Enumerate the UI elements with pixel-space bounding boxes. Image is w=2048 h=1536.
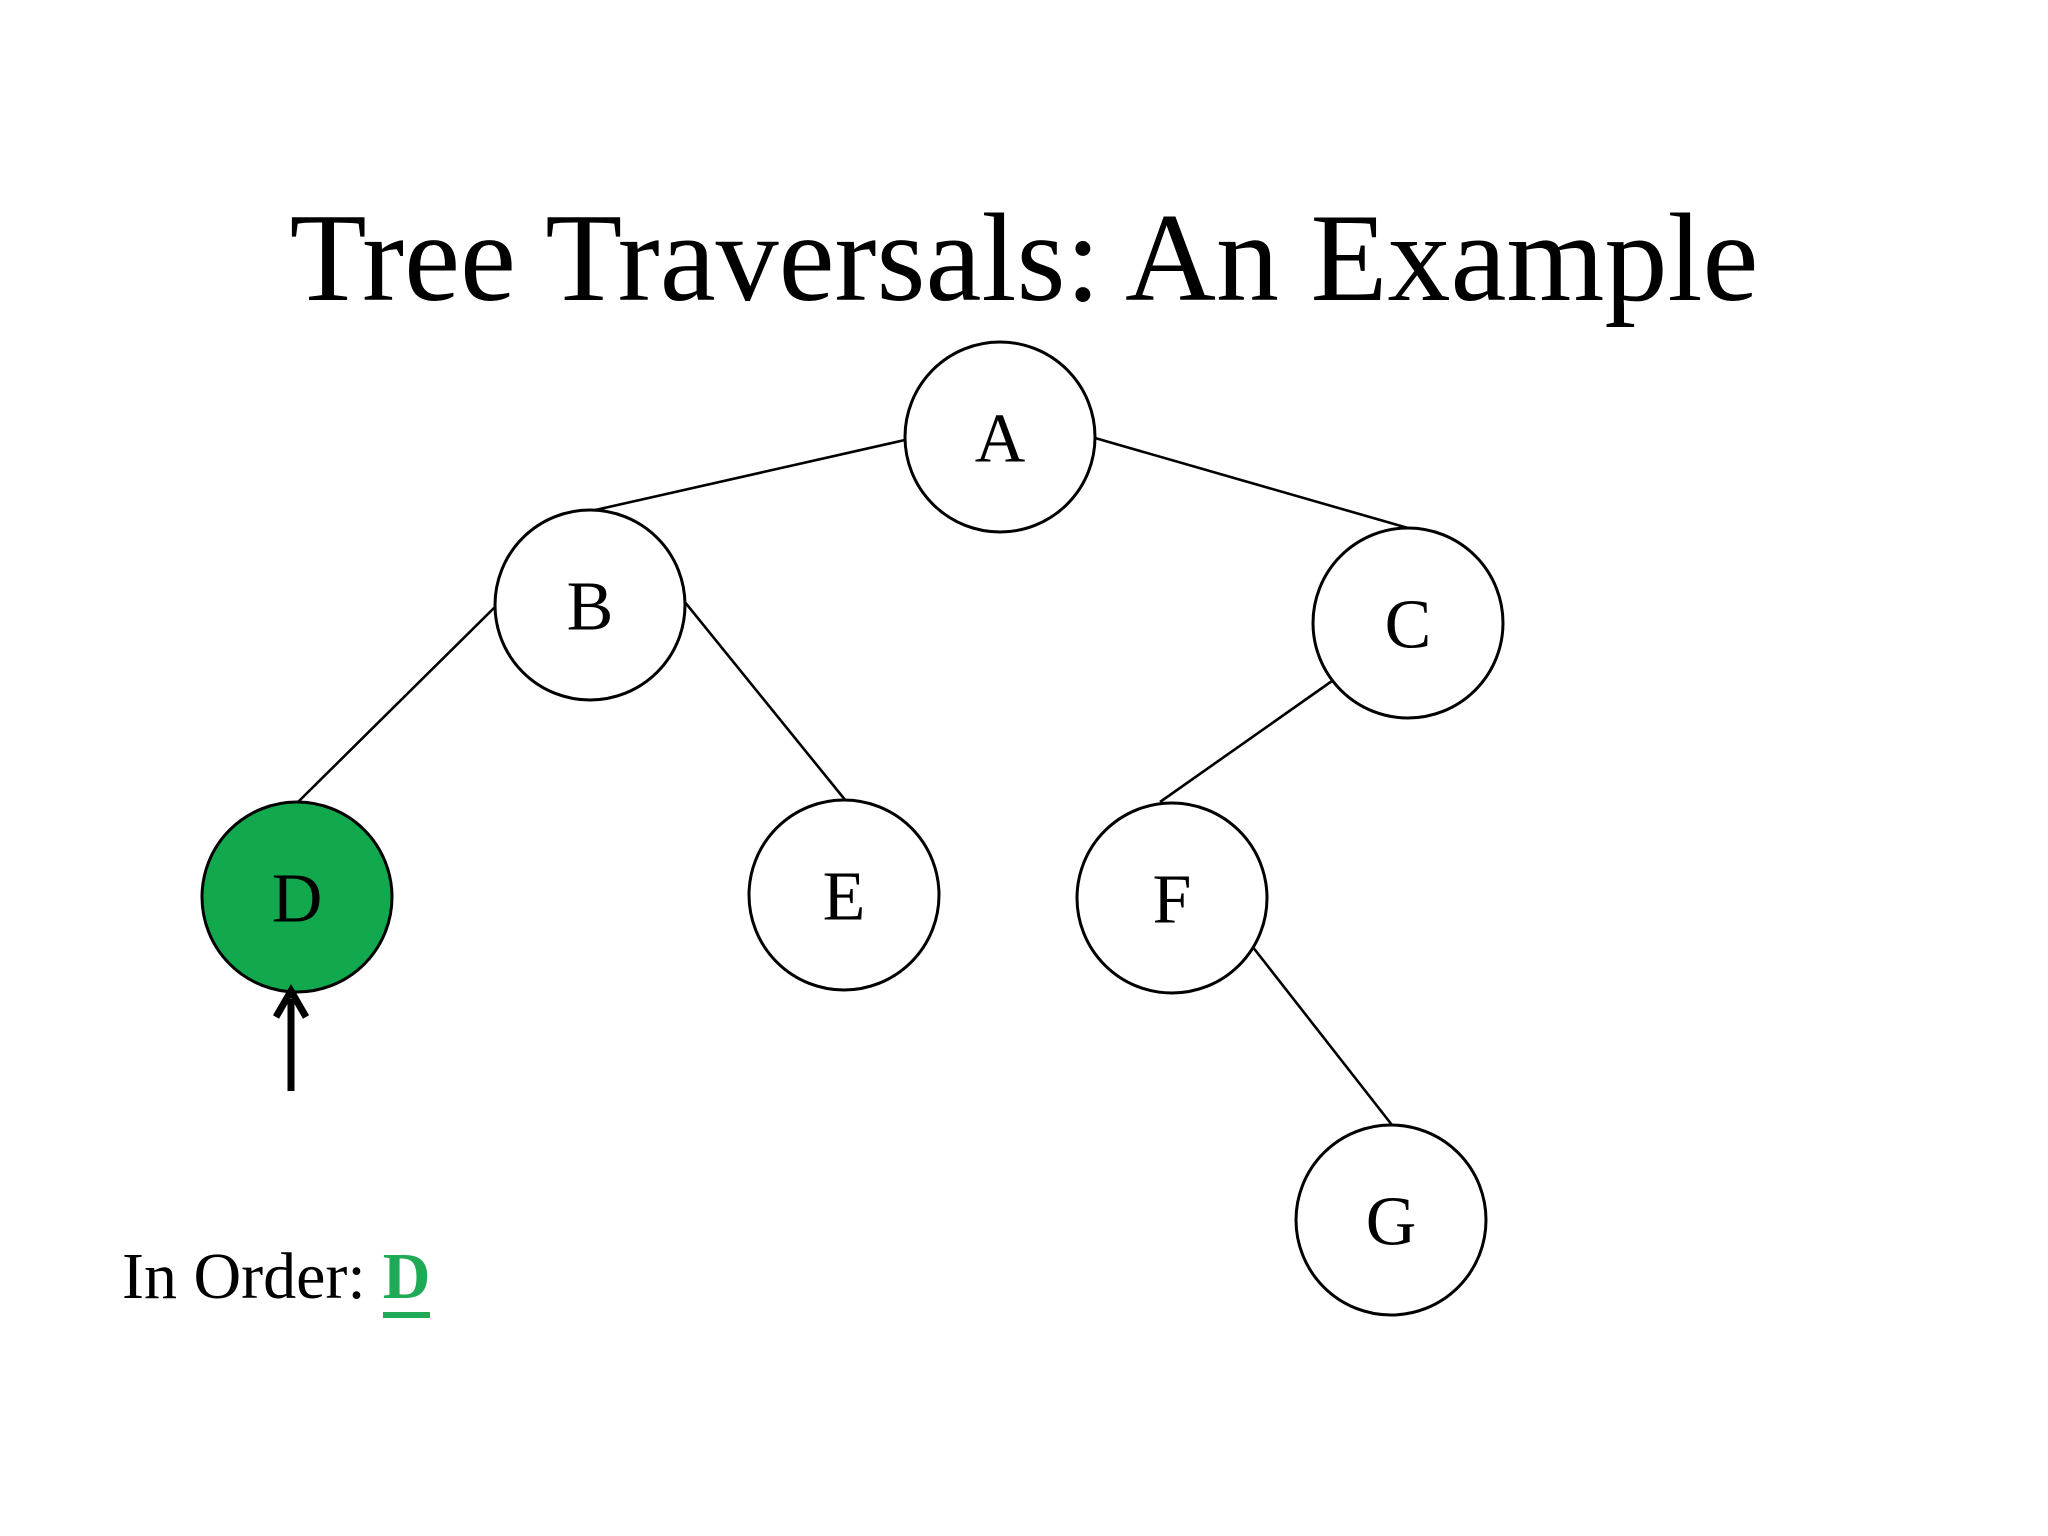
tree-node-f: F [1075, 801, 1269, 995]
node-circle [903, 340, 1097, 534]
tree-node-c: C [1311, 526, 1505, 720]
node-circle [1294, 1123, 1488, 1317]
tree-node-g: G [1294, 1123, 1488, 1317]
node-label: E [823, 859, 866, 936]
current-node-arrow [272, 983, 310, 1091]
highlighted-node-circle [200, 800, 394, 994]
node-label: G [1366, 1184, 1417, 1261]
edge-a-b [590, 438, 906, 513]
node-circle [1075, 801, 1269, 995]
traversal-label: In Order: [122, 1240, 366, 1313]
edge-b-d [296, 605, 497, 804]
edge-c-f [1159, 679, 1333, 804]
arrow-head-icon [272, 983, 310, 1019]
node-label: D [272, 861, 323, 938]
node-label: C [1385, 587, 1432, 664]
node-circle [493, 508, 687, 702]
node-label: B [567, 569, 614, 646]
tree-node-a: A [903, 340, 1097, 534]
traversal-caption: In Order:D [122, 1244, 431, 1318]
node-circle [1311, 526, 1505, 720]
node-circle [747, 798, 941, 992]
edge-f-g [1250, 945, 1394, 1126]
traversal-current-node: D [382, 1244, 431, 1318]
node-label: F [1153, 862, 1192, 939]
edge-a-c [1094, 436, 1409, 530]
slide-title: Tree Traversals: An Example [289, 189, 1759, 328]
tree-node-d: D [200, 800, 394, 994]
edge-b-e [682, 600, 848, 802]
tree-node-b: B [493, 508, 687, 702]
tree-node-e: E [747, 798, 941, 992]
node-label: A [975, 401, 1026, 478]
